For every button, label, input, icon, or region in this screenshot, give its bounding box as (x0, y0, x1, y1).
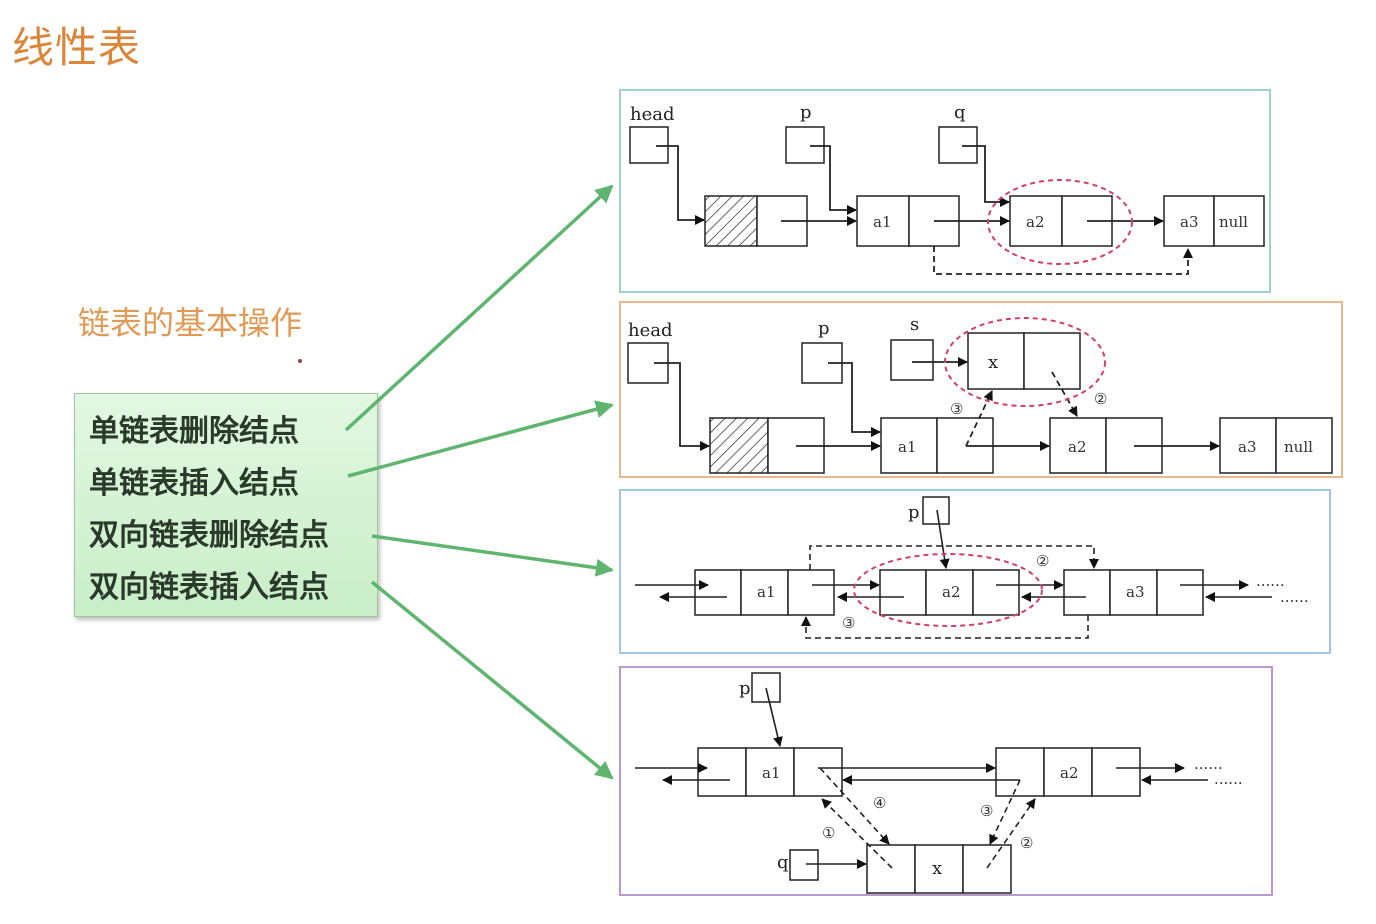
node-null: null (1219, 213, 1248, 231)
panel-singly-delete: head p q a1 a2 a3 null (619, 89, 1271, 293)
ellipsis-prev: ...... (1214, 770, 1243, 788)
pointer-label-p: p (739, 678, 751, 699)
highlight-ellipse (853, 553, 1043, 627)
step-1: ① (822, 824, 835, 842)
node-a1: a1 (873, 213, 892, 231)
node-a3: a3 (1180, 213, 1199, 231)
node-x: x (988, 352, 998, 373)
step-2: ② (1094, 390, 1107, 408)
arrow-to-doubly-insert (370, 580, 614, 780)
node-a1: a1 (762, 764, 781, 782)
pointer-label-s: s (910, 314, 919, 335)
highlight-ellipse (987, 179, 1133, 265)
op-singly-insert: 单链表插入结点 (89, 466, 299, 501)
panel-doubly-delete: p a1 a2 a3 ② (619, 489, 1331, 654)
step-3: ③ (980, 802, 993, 820)
arrow-to-doubly-delete (371, 534, 614, 577)
pointer-label-p: p (800, 102, 812, 123)
node-a2: a2 (1068, 438, 1087, 456)
node-a2: a2 (1026, 213, 1045, 231)
node-x: x (932, 858, 942, 879)
panel-singly-insert: head p s x a1 (619, 301, 1343, 478)
section-subtitle: 链表的基本操作 (78, 304, 303, 342)
node-a2: a2 (1060, 764, 1079, 782)
operations-box: 单链表删除结点 单链表插入结点 双向链表删除结点 双向链表插入结点 (74, 393, 378, 617)
step-4: ④ (873, 794, 886, 812)
node-a3: a3 (1126, 583, 1145, 601)
node-a1: a1 (898, 438, 917, 456)
pointer-label-q: q (954, 102, 966, 123)
pointer-label-head: head (628, 320, 673, 341)
step-2: ② (1020, 834, 1033, 852)
ellipsis-next: ...... (1256, 572, 1285, 590)
op-doubly-delete: 双向链表删除结点 (89, 518, 329, 553)
connector-arrows (344, 184, 614, 780)
pointer-label-head: head (630, 104, 675, 125)
ellipsis-next: ...... (1194, 755, 1223, 773)
step-3: ③ (950, 400, 963, 418)
node-a2: a2 (942, 583, 961, 601)
step-2: ② (1036, 552, 1049, 570)
op-singly-delete: 单链表删除结点 (89, 414, 299, 449)
node-null: null (1284, 438, 1313, 456)
slide-title: 线性表 (12, 23, 142, 72)
pointer-label-p: p (818, 318, 830, 339)
ellipsis-prev: ...... (1280, 588, 1309, 606)
pointer-label-p: p (908, 502, 920, 523)
pointer-label-q: q (777, 852, 789, 873)
panel-doubly-insert: p q a1 (619, 666, 1273, 896)
node-a3: a3 (1238, 438, 1257, 456)
highlight-ellipse (944, 317, 1106, 407)
step-3: ③ (842, 614, 855, 632)
arrow-to-singly-insert (347, 400, 614, 478)
op-doubly-insert: 双向链表插入结点 (89, 570, 329, 605)
arrow-to-singly-delete (344, 184, 614, 432)
laser-dot (298, 359, 302, 363)
node-a1: a1 (757, 583, 776, 601)
